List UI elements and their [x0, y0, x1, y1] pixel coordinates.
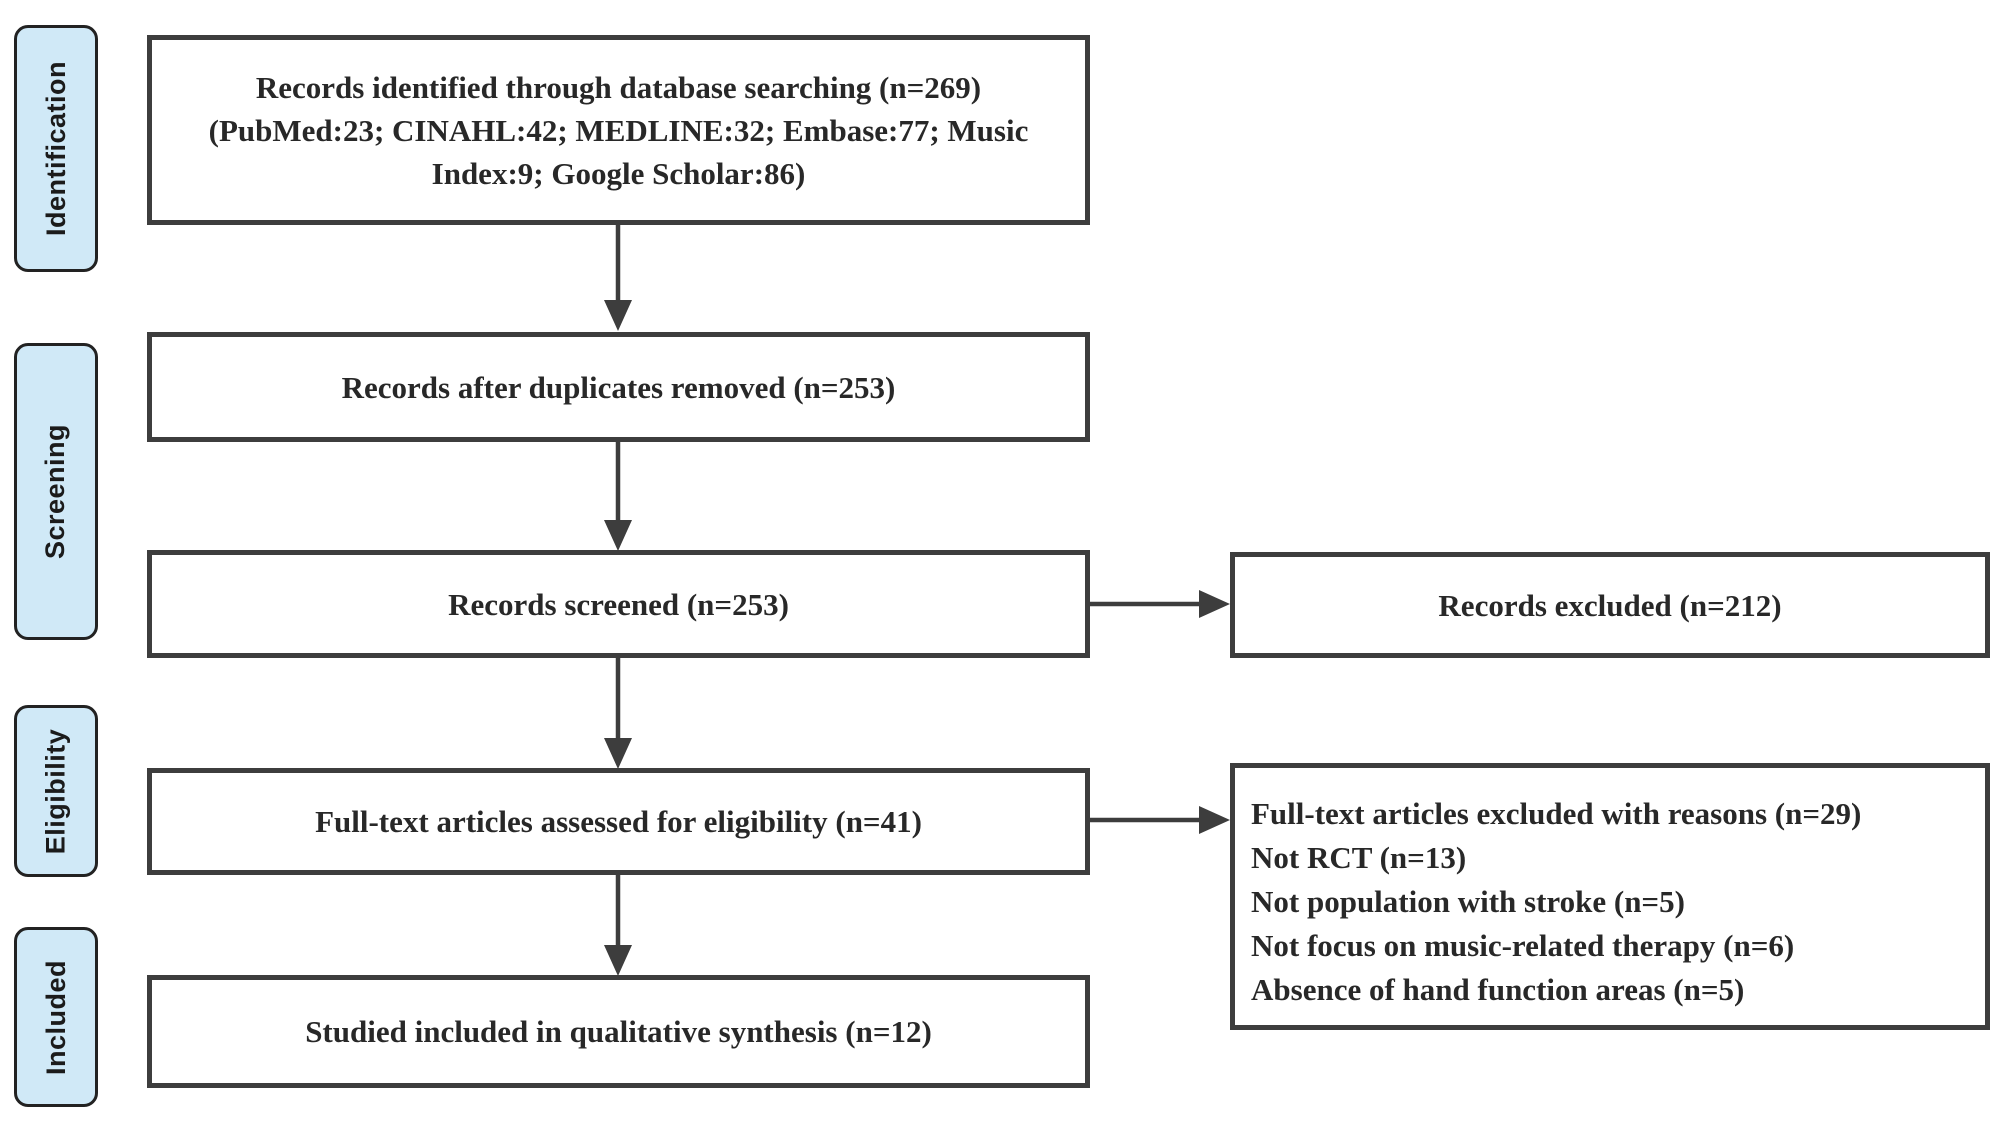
arrow-fulltext-to-included: [604, 875, 632, 976]
arrow-screened-to-fulltext: [604, 658, 632, 769]
arrow-fulltext-to-excluded-reasons: [1090, 806, 1230, 834]
arrow-right-icon: [1199, 590, 1230, 618]
stage-screening-label: Screening: [40, 423, 71, 560]
box-included-synthesis-text: Studied included in qualitative synthesi…: [305, 1014, 932, 1049]
box-records-excluded-text: Records excluded (n=212): [1438, 587, 1782, 623]
arrow-screened-to-excluded: [1090, 590, 1230, 618]
box-records-identified: Records identified through database sear…: [147, 35, 1090, 225]
box-fulltext-excluded: Full-text articles excluded with reasons…: [1230, 763, 1990, 1030]
box-fulltext-assessed: Full-text articles assessed for eligibil…: [147, 768, 1090, 875]
arrow-right-icon: [1199, 806, 1230, 834]
box-records-screened: Records screened (n=253): [147, 550, 1090, 658]
arrow-down-icon: [604, 520, 632, 551]
box-records-screened-text: Records screened (n=253): [448, 586, 789, 622]
stage-identification-label: Identification: [40, 61, 71, 236]
arrow-down-icon: [604, 945, 632, 976]
arrow-duplicates-to-screened: [604, 442, 632, 551]
box-records-identified-text: Records identified through database sear…: [208, 69, 1029, 191]
stage-included: Included: [14, 927, 98, 1107]
box-included-synthesis: Studied included in qualitative synthesi…: [147, 975, 1090, 1088]
arrow-down-icon: [604, 738, 632, 769]
arrow-identified-to-duplicates: [604, 225, 632, 331]
box-duplicates-removed: Records after duplicates removed (n=253): [147, 332, 1090, 442]
stage-included-label: Included: [40, 959, 71, 1075]
box-records-excluded: Records excluded (n=212): [1230, 552, 1990, 658]
stage-identification: Identification: [14, 25, 98, 272]
box-duplicates-removed-text: Records after duplicates removed (n=253): [341, 369, 896, 405]
arrow-down-icon: [604, 300, 632, 331]
stage-eligibility-label: Eligibility: [40, 728, 71, 854]
stage-eligibility: Eligibility: [14, 705, 98, 877]
stage-screening: Screening: [14, 343, 98, 640]
box-fulltext-excluded-text: Full-text articles excluded with reasons…: [1251, 796, 1862, 1007]
box-fulltext-assessed-text: Full-text articles assessed for eligibil…: [315, 804, 922, 839]
